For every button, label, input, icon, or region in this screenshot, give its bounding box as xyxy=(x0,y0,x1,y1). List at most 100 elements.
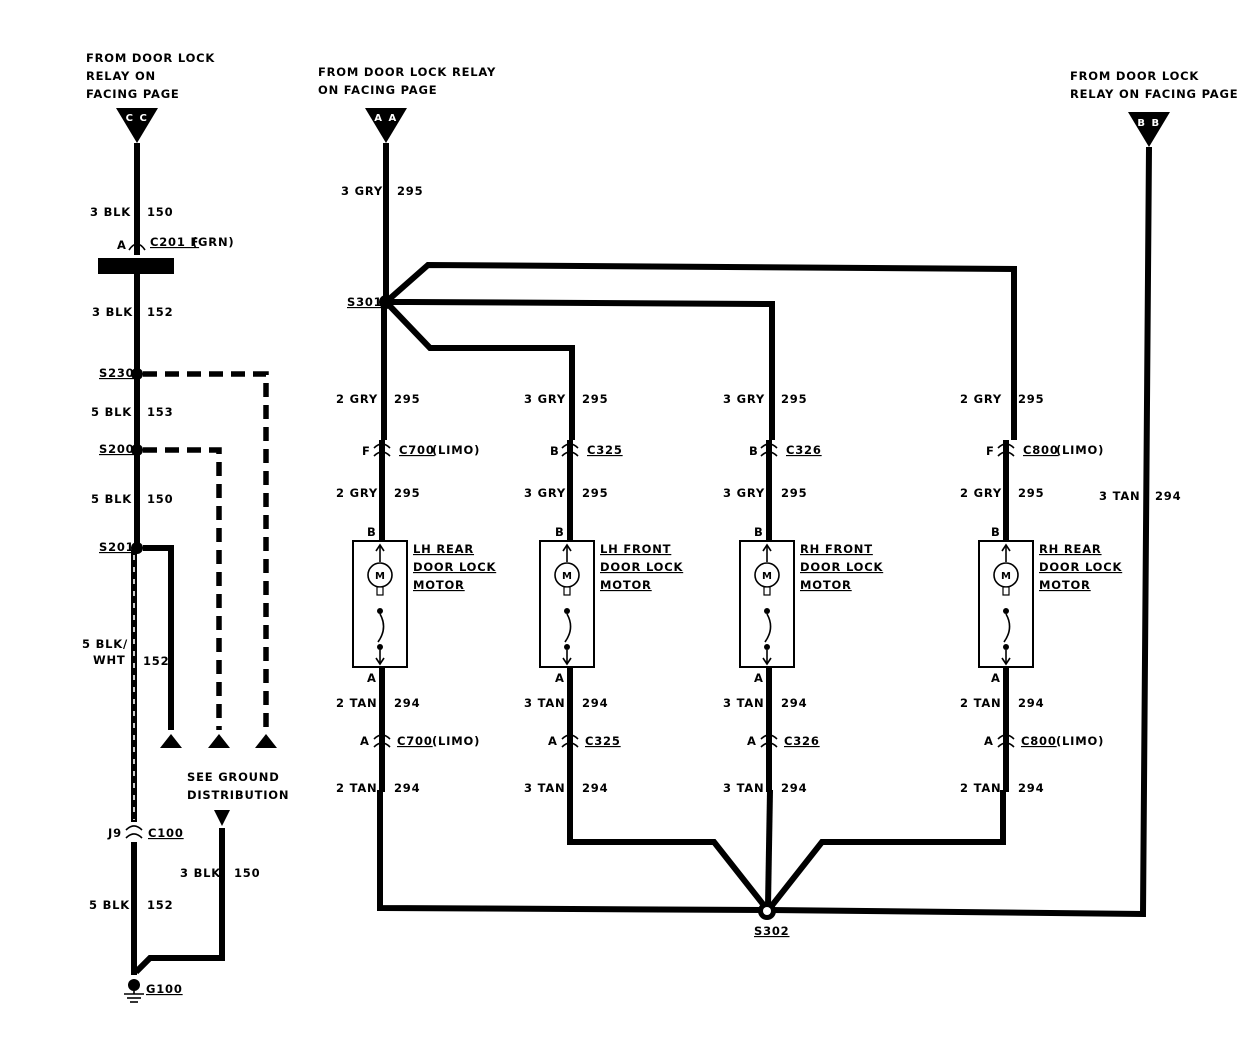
w3-size: 5 BLK xyxy=(91,405,132,419)
bottom-connector-note: (LIMO) xyxy=(432,734,480,748)
source-bb-line1: FROM DOOR LOCK xyxy=(1070,69,1199,83)
source-aa-line2: ON FACING PAGE xyxy=(318,83,437,97)
motor-title-1: LH REAR xyxy=(413,542,474,556)
c201-note: (GRN) xyxy=(192,235,234,249)
top-wire-size: 2 GRY xyxy=(336,392,378,406)
s302-label: S302 xyxy=(754,924,790,938)
dashed-ground-s200 xyxy=(143,447,222,730)
c201-name: C201 F xyxy=(150,235,199,249)
bottom-connector-arc-top xyxy=(561,734,579,740)
motor-shaft xyxy=(563,586,571,596)
wire-150-ground xyxy=(133,828,225,975)
mid-wire-size: 2 GRY xyxy=(336,486,378,500)
motor-title-1: RH FRONT xyxy=(800,542,873,556)
motor-arrow-down xyxy=(562,657,572,666)
wire-to-rh-front xyxy=(386,299,775,440)
motor-arrow-down xyxy=(762,657,772,666)
s230-label: S230 xyxy=(99,366,135,380)
w2-size: 3 BLK xyxy=(92,305,133,319)
ground-arrow-1 xyxy=(160,734,182,748)
ground-return-lh-rear xyxy=(377,790,767,913)
top-connector-arc-top xyxy=(561,443,579,449)
c100-arc-bottom xyxy=(125,833,143,839)
w5-circuit: 152 xyxy=(143,654,169,668)
bottom-connector-arc-top xyxy=(373,734,391,740)
ground-wire-size: 2 TAN xyxy=(336,781,377,795)
top-connector-name: C326 xyxy=(786,443,822,457)
connector-c201-body xyxy=(98,258,174,274)
feed-size: 3 GRY xyxy=(341,184,383,198)
source-cc-tag: C C xyxy=(126,113,149,124)
motor-pin-a: A xyxy=(754,671,764,685)
switch-arm xyxy=(564,613,572,643)
s301-label: S301 xyxy=(347,295,383,309)
mid-wire-circuit: 295 xyxy=(582,486,608,500)
bottom-connector-arc-bottom xyxy=(373,742,391,748)
top-connector-pin: B xyxy=(550,444,560,458)
top-connector-name: C700 xyxy=(399,443,435,457)
motor-title-2: DOOR LOCK xyxy=(600,560,683,574)
ground-wire-size: 3 TAN xyxy=(723,781,764,795)
bottom-connector-arc-top xyxy=(760,734,778,740)
ground-distribution-arrow xyxy=(214,810,230,826)
w1-size: 3 BLK xyxy=(90,205,131,219)
switch-contact-bottom xyxy=(764,644,770,650)
switch-contact-bottom xyxy=(564,644,570,650)
ground-wire-size: 3 TAN xyxy=(524,781,565,795)
motor-title-1: RH REAR xyxy=(1039,542,1102,556)
w1-circuit: 150 xyxy=(147,205,173,219)
motor-shaft xyxy=(1002,586,1010,596)
w4-size: 5 BLK xyxy=(91,492,132,506)
motor-title-1: LH FRONT xyxy=(600,542,671,556)
motor-title-2: DOOR LOCK xyxy=(413,560,496,574)
source-bb: FROM DOOR LOCK RELAY ON FACING PAGE B B xyxy=(1070,69,1238,147)
source-bb-line2: RELAY ON FACING PAGE xyxy=(1070,87,1238,101)
feed-wiring: 3 GRY 295 S301 3 TAN 294 S302 xyxy=(341,143,1181,938)
top-connector-arc-bottom xyxy=(997,451,1015,457)
c201-pin: A xyxy=(117,238,127,252)
switch-contact-top xyxy=(564,608,570,614)
motor-pin-b: B xyxy=(754,525,764,539)
top-connector-pin: F xyxy=(362,444,371,458)
switch-contact-bottom xyxy=(1003,644,1009,650)
ground-wire-size: 2 TAN xyxy=(960,781,1001,795)
source-bb-triangle xyxy=(1128,112,1170,147)
ground-branch: 3 BLK 150 A C201 F (GRN) 3 BLK 152 S230 … xyxy=(82,143,289,1003)
motor-arrow-up xyxy=(375,543,385,552)
c201-arc xyxy=(128,243,146,251)
s200-label: S200 xyxy=(99,442,135,456)
bottom-connector-note: (LIMO) xyxy=(1056,734,1104,748)
bottom-connector-name: C326 xyxy=(784,734,820,748)
bottom-connector-pin: A xyxy=(548,734,558,748)
source-cc-line3: FACING PAGE xyxy=(86,87,180,101)
motor-pin-a: A xyxy=(991,671,1001,685)
bottom-wire-circuit: 294 xyxy=(781,696,807,710)
motor-symbol-label: M xyxy=(762,571,772,582)
ground-return-bb xyxy=(769,146,1152,918)
c100-pin: J9 xyxy=(107,826,122,840)
motor-pin-b: B xyxy=(991,525,1001,539)
bottom-wire-size: 3 TAN xyxy=(723,696,764,710)
bottom-wire-circuit: 294 xyxy=(1018,696,1044,710)
mid-wire-circuit: 295 xyxy=(1018,486,1044,500)
bb-circuit: 294 xyxy=(1155,489,1181,503)
ground-g100-point xyxy=(128,979,140,991)
motor-title-3: MOTOR xyxy=(1039,578,1091,592)
c100-name: C100 xyxy=(148,826,184,840)
switch-arm xyxy=(764,613,772,643)
top-wire-size: 3 GRY xyxy=(723,392,765,406)
ground-return-lh-front xyxy=(567,790,769,910)
wire-ground-s201 xyxy=(143,545,174,730)
wire-to-rh-rear xyxy=(384,261,1017,440)
motor-arrow-up xyxy=(762,543,772,552)
motor-symbol-label: M xyxy=(375,571,385,582)
bottom-connector-name: C325 xyxy=(585,734,621,748)
bottom-wire-circuit: 294 xyxy=(394,696,420,710)
feed-circuit: 295 xyxy=(397,184,423,198)
w6-size: 3 BLK xyxy=(180,866,221,880)
top-connector-note: (LIMO) xyxy=(432,443,480,457)
motor-symbol-label: M xyxy=(1001,571,1011,582)
motor-pin-a: A xyxy=(367,671,377,685)
